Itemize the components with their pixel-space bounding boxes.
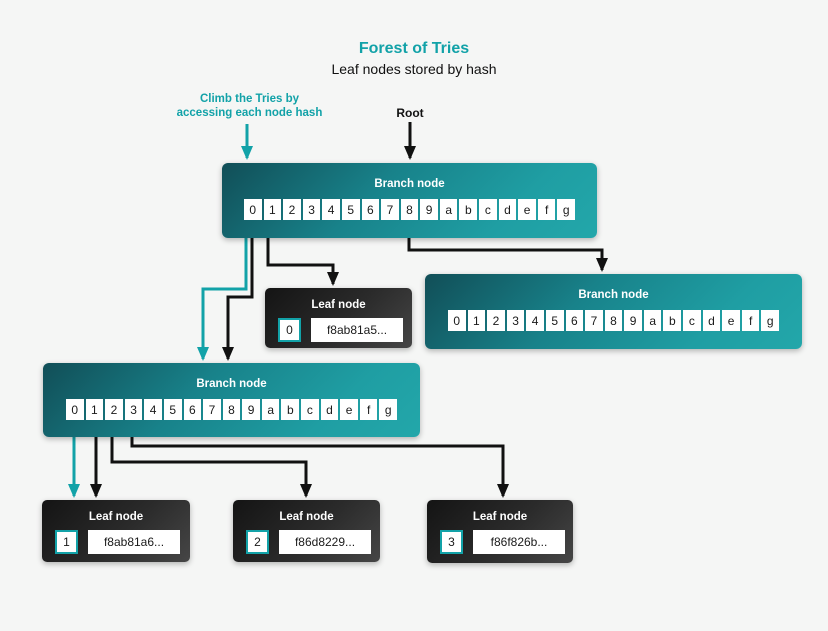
branch-cell-b: b [459,199,478,220]
branch-cell-6: 6 [183,399,202,420]
leaf-node-3: Leaf node 3 f86f826b... [427,500,573,563]
page-title: Forest of Tries [358,40,470,57]
branch-cell-f: f [537,199,556,220]
branch-cell-9: 9 [624,310,642,331]
leaf-node-title: Leaf node [472,511,528,523]
connector-top-cell0-to-left-branch [222,238,254,361]
branch-cell-3: 3 [506,310,525,331]
branch-cell-g: g [761,310,780,331]
branch-node-title: Branch node [578,289,649,301]
branch-cell-3: 3 [124,399,143,420]
branch-cell-e: e [340,399,358,420]
branch-cell-c: c [301,399,319,420]
leaf-node-row: 1 f8ab81a6... [42,530,190,554]
connector-top-cell8-to-right-branch [407,238,608,272]
branch-cell-0: 0 [447,310,466,331]
branch-cell-a: a [261,399,280,420]
branch-cell-2: 2 [105,399,123,420]
branch-cell-2: 2 [487,310,505,331]
connector-top-to-left-branch-teal [197,238,248,361]
leaf-index-box: 0 [278,318,301,342]
branch-cell-1: 1 [85,399,104,420]
branch-cell-7: 7 [381,199,399,220]
leaf-node-title: Leaf node [279,511,334,523]
branch-cell-e: e [722,310,740,331]
branch-cell-4: 4 [322,199,340,220]
branch-cell-a: a [439,199,458,220]
branch-cell-2: 2 [283,199,301,220]
leaf-node-1: Leaf node 1 f8ab81a6... [42,500,190,562]
leaf-node-2: Leaf node 2 f86d8229... [233,500,380,562]
branch-node-title: Branch node [196,378,267,390]
branch-cell-0: 0 [243,199,262,220]
branch-cell-5: 5 [545,310,564,331]
branch-cell-e: e [518,199,536,220]
branch-cell-9: 9 [242,399,260,420]
branch-cell-8: 8 [604,310,623,331]
header: Forest of Tries Leaf nodes stored by has… [0,40,828,77]
climb-annotation-line1: Climb the Tries by [199,93,300,105]
branch-cell-d: d [702,310,721,331]
leaf-node-title: Leaf node [88,511,144,523]
branch-cell-8: 8 [222,399,241,420]
branch-cell-1: 1 [467,310,486,331]
branch-cell-1: 1 [263,199,282,220]
branch-cell-7: 7 [585,310,603,331]
leaf-node-row: 0 f8ab81a5... [265,318,412,342]
climb-annotation: Climb the Tries by accessing each node h… [152,92,347,120]
leaf-index-box: 2 [246,530,269,554]
branch-cell-d: d [320,399,339,420]
climb-annotation-line2: accessing each node hash [176,107,323,119]
leaf-node-row: 2 f86d8229... [233,530,380,554]
branch-cell-g: g [379,399,398,420]
branch-cell-6: 6 [565,310,584,331]
leaf-node-0: Leaf node 0 f8ab81a5... [265,288,412,348]
leaf-hash-box: f86d8229... [279,530,371,554]
page-subtitle: Leaf nodes stored by hash [331,61,497,77]
branch-cell-4: 4 [526,310,544,331]
branch-cell-4: 4 [144,399,162,420]
branch-cell-8: 8 [400,199,419,220]
branch-cell-6: 6 [361,199,380,220]
connector-left-cell2-to-leaf2 [110,437,312,498]
branch-cell-f: f [359,399,378,420]
branch-cell-5: 5 [341,199,360,220]
connector-top-cell1-to-leaf0 [266,238,339,286]
leaf-hash-box: f86f826b... [473,530,565,554]
branch-cell-a: a [643,310,662,331]
leaf-hash-box: f8ab81a5... [311,318,403,342]
branch-cell-b: b [663,310,682,331]
leaf-index-box: 1 [55,530,78,554]
branch-cell-c: c [683,310,701,331]
connector-left-cell3-to-leaf3 [130,437,509,498]
branch-cell-7: 7 [203,399,221,420]
leaf-index-box: 3 [440,530,463,554]
branch-cell-d: d [498,199,517,220]
root-annotation: Root [396,106,424,120]
leaf-node-title: Leaf node [311,299,366,311]
branch-cell-3: 3 [302,199,321,220]
leaf-hash-box: f8ab81a6... [88,530,180,554]
branch-cell-g: g [557,199,576,220]
branch-node-title: Branch node [374,178,445,190]
branch-cell-f: f [741,310,760,331]
branch-cell-0: 0 [65,399,84,420]
branch-cell-9: 9 [420,199,438,220]
branch-cell-c: c [479,199,497,220]
leaf-node-row: 3 f86f826b... [427,530,573,554]
branch-cell-b: b [281,399,300,420]
branch-cell-5: 5 [163,399,182,420]
